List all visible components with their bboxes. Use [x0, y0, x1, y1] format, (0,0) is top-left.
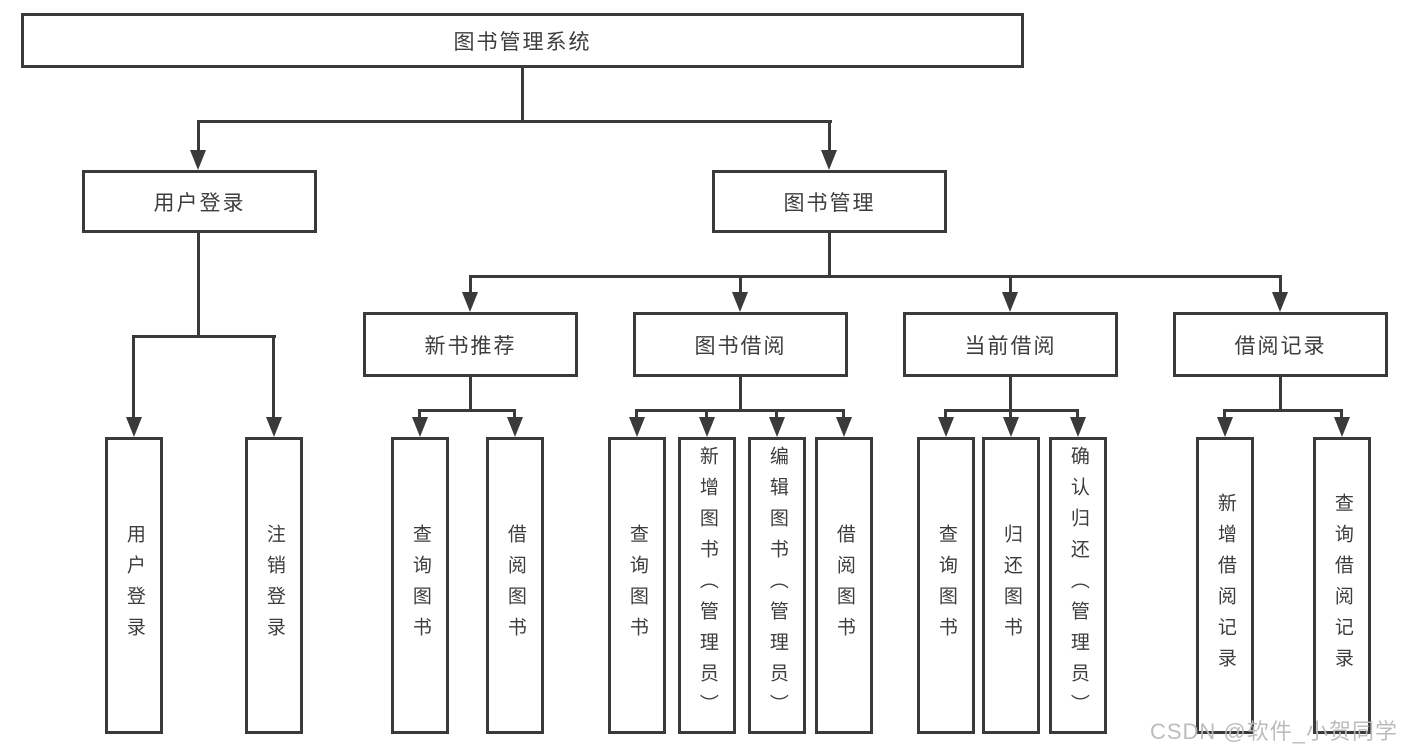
connector-current-stem — [1009, 377, 1012, 409]
node-book-borrowing: 图书借阅 — [633, 312, 848, 377]
arrowhead-down-icon — [266, 417, 282, 437]
connector-records-drop-2 — [1340, 409, 1343, 418]
leaf-query-borrow-record: 查询借阅记录 — [1313, 437, 1371, 734]
node-book-borrowing-label: 图书借阅 — [694, 334, 787, 358]
arrowhead-down-icon — [1002, 292, 1018, 312]
arrowhead-down-icon — [769, 417, 785, 437]
connector-borrowing-drop-4 — [842, 409, 845, 418]
arrowhead-down-icon — [507, 417, 523, 437]
connector-bookmgmt-drop-3 — [1009, 275, 1012, 293]
leaf-borrow-books-2: 借阅图书 — [815, 437, 873, 734]
connector-bookmgmt-drop-1 — [469, 275, 472, 293]
leaf-add-books-admin: 新增图书（管理员） — [678, 437, 736, 734]
node-book-management-label: 图书管理 — [783, 191, 876, 215]
connector-current-drop-1 — [944, 409, 947, 418]
arrowhead-down-icon — [190, 150, 206, 170]
connector-records-drop-1 — [1223, 409, 1226, 418]
arrowhead-down-icon — [1217, 417, 1233, 437]
connector-newbook-drop-1 — [418, 409, 421, 418]
arrowhead-down-icon — [1334, 417, 1350, 437]
node-root-label: 图书管理系统 — [453, 30, 592, 54]
connector-newbook-stem — [469, 377, 472, 409]
leaf-edit-books-admin-label: 编辑图书（管理员） — [766, 446, 788, 725]
connector-borrowing-rail — [636, 409, 845, 412]
connector-current-drop-2 — [1009, 409, 1012, 418]
leaf-add-borrow-record-label: 新增借阅记录 — [1214, 492, 1236, 679]
connector-userlogin-drop-1 — [132, 335, 135, 419]
leaf-edit-books-admin: 编辑图书（管理员） — [748, 437, 806, 734]
connector-root-drop-right — [828, 120, 831, 152]
connector-bookmgmt-drop-2 — [739, 275, 742, 293]
arrowhead-down-icon — [938, 417, 954, 437]
connector-bookmgmt-stem — [828, 233, 831, 275]
arrowhead-down-icon — [629, 417, 645, 437]
leaf-logout-label: 注销登录 — [263, 523, 285, 648]
connector-records-stem — [1279, 377, 1282, 409]
leaf-query-books-3: 查询图书 — [917, 437, 975, 734]
leaf-user-login-label: 用户登录 — [123, 523, 145, 648]
leaf-query-books-1-label: 查询图书 — [409, 523, 431, 648]
node-user-login: 用户登录 — [82, 170, 317, 233]
arrowhead-down-icon — [836, 417, 852, 437]
leaf-query-books-2-label: 查询图书 — [626, 523, 648, 648]
leaf-borrow-books-1: 借阅图书 — [486, 437, 544, 734]
arrowhead-down-icon — [1003, 417, 1019, 437]
connector-root-stem — [521, 66, 524, 120]
leaf-return-books-label: 归还图书 — [1000, 523, 1022, 648]
arrowhead-down-icon — [1070, 417, 1086, 437]
arrowhead-down-icon — [1272, 292, 1288, 312]
arrowhead-down-icon — [462, 292, 478, 312]
node-current-borrowing-label: 当前借阅 — [964, 334, 1057, 358]
leaf-query-books-1: 查询图书 — [391, 437, 449, 734]
node-book-management: 图书管理 — [712, 170, 947, 233]
leaf-borrow-books-1-label: 借阅图书 — [504, 523, 526, 648]
connector-current-drop-3 — [1076, 409, 1079, 418]
connector-current-rail — [945, 409, 1079, 412]
connector-userlogin-stem — [197, 233, 200, 335]
connector-borrowing-drop-1 — [635, 409, 638, 418]
connector-bookmgmt-drop-4 — [1279, 275, 1282, 293]
node-borrowing-records: 借阅记录 — [1173, 312, 1388, 377]
connector-bookmgmt-rail — [469, 275, 1282, 278]
leaf-query-borrow-record-label: 查询借阅记录 — [1331, 492, 1353, 679]
leaf-borrow-books-2-label: 借阅图书 — [833, 523, 855, 648]
node-new-book-recommend-label: 新书推荐 — [424, 334, 517, 358]
node-current-borrowing: 当前借阅 — [903, 312, 1118, 377]
node-root: 图书管理系统 — [21, 13, 1024, 68]
connector-newbook-rail — [419, 409, 516, 412]
node-borrowing-records-label: 借阅记录 — [1234, 334, 1327, 358]
connector-records-rail — [1224, 409, 1343, 412]
arrowhead-down-icon — [821, 150, 837, 170]
leaf-confirm-return-admin: 确认归还（管理员） — [1049, 437, 1107, 734]
connector-borrowing-stem — [739, 377, 742, 409]
leaf-return-books: 归还图书 — [982, 437, 1040, 734]
arrowhead-down-icon — [699, 417, 715, 437]
leaf-confirm-return-admin-label: 确认归还（管理员） — [1067, 446, 1089, 725]
leaf-query-books-2: 查询图书 — [608, 437, 666, 734]
arrowhead-down-icon — [732, 292, 748, 312]
leaf-add-books-admin-label: 新增图书（管理员） — [696, 446, 718, 725]
connector-borrowing-drop-3 — [775, 409, 778, 418]
arrowhead-down-icon — [412, 417, 428, 437]
connector-userlogin-rail — [132, 335, 276, 338]
connector-newbook-drop-2 — [513, 409, 516, 418]
leaf-logout: 注销登录 — [245, 437, 303, 734]
csdn-watermark: CSDN @软件_小贺同学 — [1149, 719, 1398, 744]
connector-userlogin-drop-2 — [272, 335, 275, 419]
connector-root-rail — [198, 120, 832, 123]
connector-root-drop-left — [197, 120, 200, 152]
leaf-query-books-3-label: 查询图书 — [935, 523, 957, 648]
leaf-add-borrow-record: 新增借阅记录 — [1196, 437, 1254, 734]
connector-borrowing-drop-2 — [705, 409, 708, 418]
node-user-login-label: 用户登录 — [153, 191, 246, 215]
node-new-book-recommend: 新书推荐 — [363, 312, 578, 377]
leaf-user-login: 用户登录 — [105, 437, 163, 734]
arrowhead-down-icon — [126, 417, 142, 437]
